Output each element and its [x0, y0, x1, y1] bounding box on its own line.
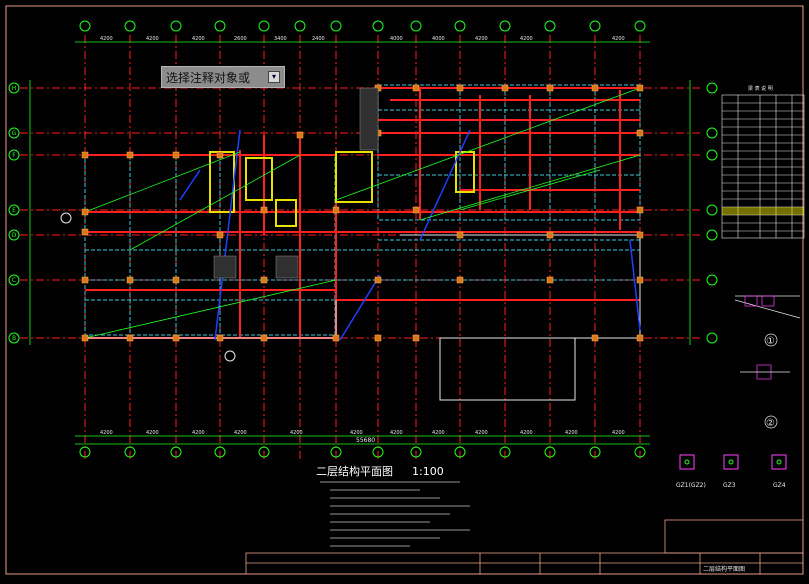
table-highlight-row [722, 207, 804, 215]
section-label-1: ① [766, 336, 775, 347]
grid-letter: E [12, 207, 16, 214]
dim-label: 4200 [520, 36, 533, 42]
dim-label: 4200 [565, 430, 578, 436]
grid-letter: G [12, 130, 17, 137]
drawing-scale: 1:100 [412, 465, 444, 478]
dim-label: 4200 [100, 430, 113, 436]
dim-label: 3400 [274, 36, 287, 42]
command-prompt-tooltip[interactable]: 选择注释对象或 ▾ [161, 66, 285, 88]
general-notes [320, 481, 470, 547]
total-dimension: 55680 [356, 437, 375, 444]
dim-label: 4200 [520, 430, 533, 436]
dim-label: 4200 [612, 36, 625, 42]
dim-label: 4200 [475, 36, 488, 42]
sheet-label: 二层结构平面图 [703, 565, 745, 573]
dropdown-arrow-icon[interactable]: ▾ [268, 71, 280, 83]
section-label-2: ② [766, 418, 775, 429]
beam-schedule-table [721, 94, 805, 239]
dim-label: 4200 [475, 430, 488, 436]
dimension-lines [29, 41, 691, 445]
dim-label: 4200 [146, 430, 159, 436]
column-label-gz3: GZ3 [723, 482, 736, 489]
green-lines [84, 87, 641, 339]
grid-bubbles [8, 20, 718, 458]
dim-label: 4200 [432, 430, 445, 436]
dim-label: 4200 [612, 430, 625, 436]
dim-label: 4200 [234, 430, 247, 436]
grid-letter: D [12, 232, 17, 239]
tooltip-text: 选择注释对象或 [166, 70, 251, 85]
column-label-gz4: GZ4 [773, 482, 786, 489]
top-dimension-labels: 4200 4200 4200 2600 3400 2400 4000 4000 … [100, 36, 625, 42]
grid-letter: H [12, 85, 17, 92]
left-grid-letters: H G F E D C B [12, 85, 17, 342]
grid-letter: F [12, 152, 16, 159]
blue-lines [179, 129, 641, 341]
grid-letter: B [12, 335, 16, 342]
dim-label: 4200 [192, 36, 205, 42]
bottom-dimension-labels: 4200 4200 4200 4200 4200 4200 4200 4200 … [100, 430, 625, 436]
grid-letter: C [12, 277, 16, 284]
column-details [679, 454, 787, 470]
hatched-blocks [213, 87, 379, 279]
dim-label: 4200 [350, 430, 363, 436]
title-block [245, 519, 804, 575]
column-label-gz1: GZ1(GZ2) [676, 482, 706, 489]
dim-label: 4000 [390, 36, 403, 42]
dim-label: 4000 [432, 36, 445, 42]
dim-label: 4200 [100, 36, 113, 42]
schedule-title: 梁 表 说 明 [748, 85, 773, 92]
dim-label: 2600 [234, 36, 247, 42]
slab-outline [85, 234, 641, 401]
dim-label: 4200 [146, 36, 159, 42]
dim-label: 4200 [290, 430, 303, 436]
dim-label: 4200 [390, 430, 403, 436]
reference-markers [60, 212, 236, 362]
core-frames [209, 151, 475, 227]
section-details [734, 295, 801, 429]
dim-label: 4200 [192, 430, 205, 436]
drawing-title: 二层结构平面图 [316, 464, 393, 478]
dim-label: 2400 [312, 36, 325, 42]
